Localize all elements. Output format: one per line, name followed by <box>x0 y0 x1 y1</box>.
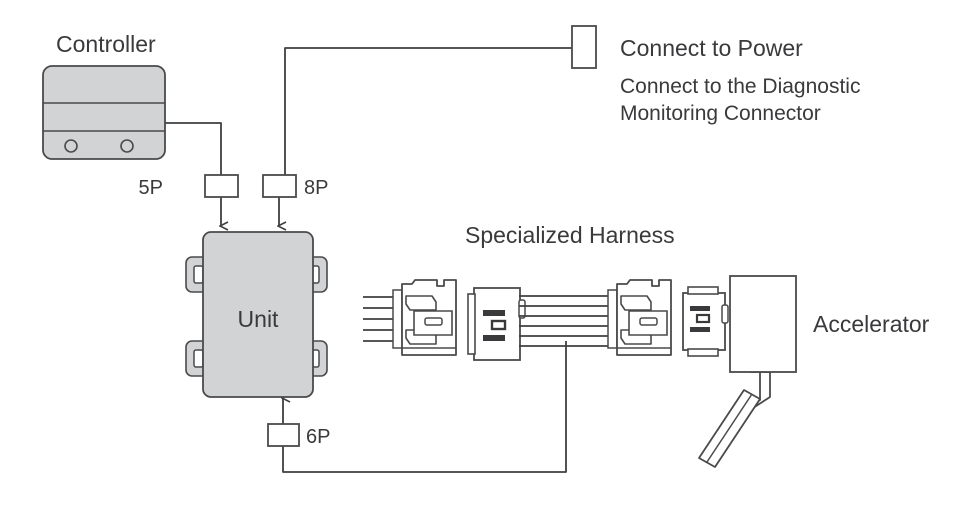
accelerator-connector-top-flange <box>687 286 719 295</box>
accelerator-device <box>682 275 797 468</box>
connector-8p-box <box>262 174 297 198</box>
controller-body <box>42 65 166 160</box>
connector-5p-box <box>204 174 239 198</box>
accelerator-housing <box>729 275 797 373</box>
accelerator-connector-bar-top <box>690 306 710 311</box>
power-connector-box <box>571 25 597 69</box>
connector-6p-label: 6P <box>306 426 330 448</box>
harness-connector-middle <box>467 287 526 361</box>
accelerator-connector-keyway <box>695 313 711 324</box>
accelerator-label: Accelerator <box>813 311 930 337</box>
accelerator-connector-bottom-flange <box>687 348 719 357</box>
connector-5p-label: 5P <box>139 177 163 199</box>
harness-wire-bundle <box>519 295 611 347</box>
connector-8p-label: 8P <box>304 177 328 199</box>
power-label: Connect to Power <box>620 35 803 61</box>
diagnostic-label-line2: Monitoring Connector <box>620 102 821 125</box>
harness-connector-right <box>607 279 672 356</box>
controller-device <box>42 65 166 160</box>
wire-6p-to-harness <box>282 341 567 473</box>
wire-power-to-8p <box>284 47 572 175</box>
specialized-harness-label: Specialized Harness <box>465 222 675 248</box>
unit-device <box>185 231 328 398</box>
unit-body <box>202 231 314 398</box>
unit-label: Unit <box>238 306 280 332</box>
harness-left-leads <box>363 296 396 342</box>
accelerator-pedal-crease <box>706 393 753 463</box>
accelerator-connector-bar-bottom <box>690 327 710 332</box>
wire-controller-to-5p <box>164 122 222 175</box>
controller-button-left <box>64 139 78 153</box>
accelerator-connector-latch <box>721 304 729 324</box>
controller-label: Controller <box>56 31 156 57</box>
diagnostic-label-line1: Connect to the Diagnostic <box>620 75 860 98</box>
connector-6p-box <box>267 423 300 447</box>
harness-connector-left <box>392 279 457 356</box>
controller-button-right <box>120 139 134 153</box>
